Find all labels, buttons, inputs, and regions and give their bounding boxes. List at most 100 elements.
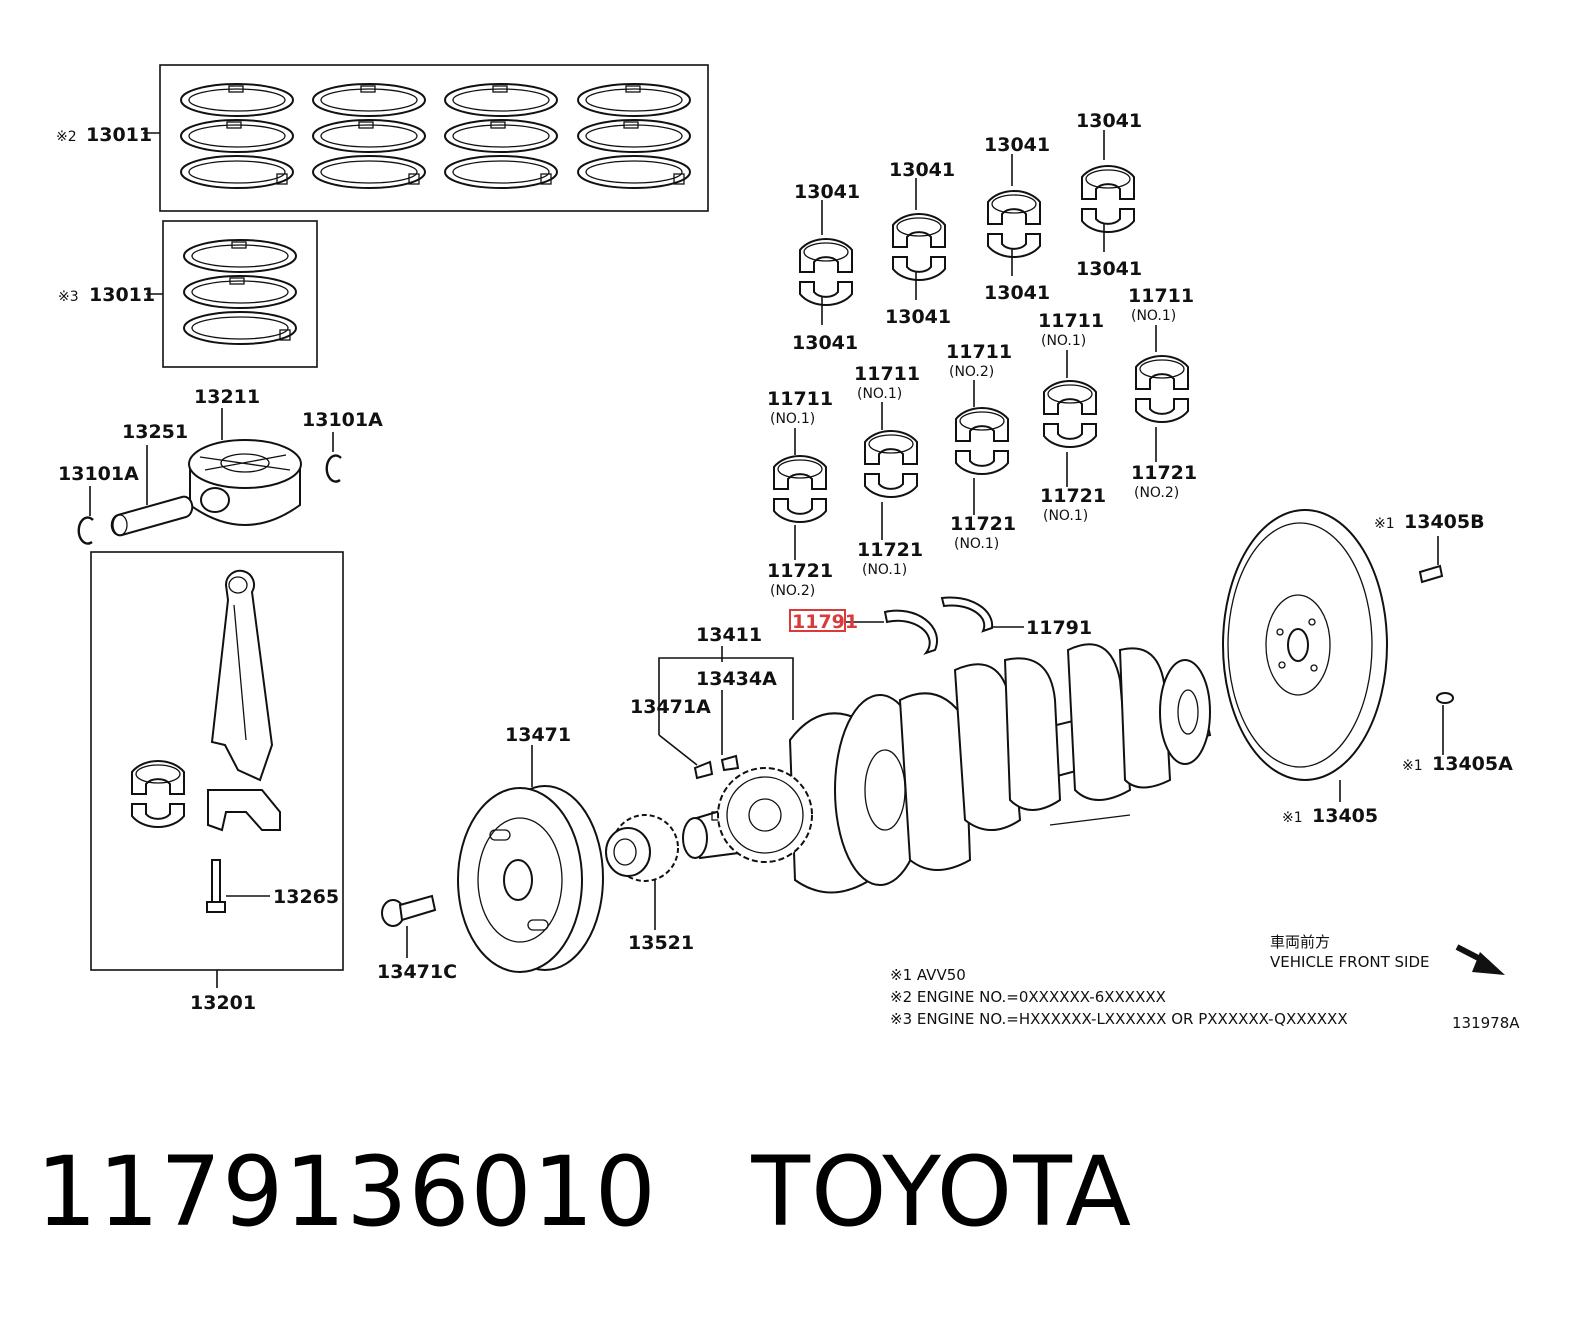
part-11711-sub-4: (NO.1): [1041, 333, 1086, 349]
part-11791-label[interactable]: 11791: [1026, 617, 1092, 639]
flywheel-bolt: [1418, 564, 1444, 584]
part-13471c-label[interactable]: 13471C: [377, 961, 457, 983]
part-13265-label[interactable]: 13265: [273, 886, 339, 908]
thrust-washer-1: [883, 609, 938, 655]
flywheel-bolt-mark: ※1: [1374, 516, 1395, 532]
part-13405b-label[interactable]: 13405B: [1404, 511, 1485, 533]
part-11721-sub-5: (NO.2): [1134, 485, 1179, 501]
con-rod: [210, 569, 274, 782]
part-13471-label[interactable]: 13471: [505, 724, 571, 746]
part-11711-label-2[interactable]: 11711: [854, 363, 920, 385]
part-11721-sub-4: (NO.1): [1043, 508, 1088, 524]
crank-flange: [1159, 659, 1211, 765]
piston-pin: [110, 495, 194, 537]
thrust-washers: 11791 11791: [789, 596, 1092, 655]
ring-os-mark: ※3: [58, 289, 79, 305]
snap-ring-left: [77, 516, 94, 545]
part-11791-highlighted-label[interactable]: 11791: [792, 611, 858, 633]
part-13211-label[interactable]: 13211: [194, 386, 260, 408]
main-bearing-4: [1043, 379, 1097, 449]
note-2: ※2 ENGINE NO.=0XXXXXX-6XXXXXX: [890, 988, 1166, 1006]
part-number-caption: 1179136010 TOYOTA: [36, 1136, 1133, 1248]
crankshaft-main-bearings: 11711 (NO.1) 11711 (NO.1) 11711 (NO.2) 1…: [767, 285, 1197, 599]
connecting-rod-bearings: 13041 13041 13041 13041 13041 13041 1304…: [792, 110, 1142, 354]
part-13041-label-6[interactable]: 13041: [984, 282, 1050, 304]
part-11721-sub-3: (NO.1): [954, 536, 999, 552]
part-13201-label[interactable]: 13201: [190, 992, 256, 1014]
part-13251-label[interactable]: 13251: [122, 421, 188, 443]
figure-id: 131978A: [1452, 1014, 1520, 1032]
gear-key: [720, 754, 740, 772]
pulley-bolt: 13471C: [377, 894, 457, 983]
part-13011-std-label[interactable]: 13011: [86, 124, 152, 146]
part-11721-label-3[interactable]: 11721: [950, 513, 1016, 535]
part-11711-sub-2: (NO.1): [857, 386, 902, 402]
part-13101a-left-label[interactable]: 13101A: [58, 463, 139, 485]
flywheel-mark: ※1: [1282, 810, 1303, 826]
part-11711-label-4[interactable]: 11711: [1038, 310, 1104, 332]
part-11711-label-3[interactable]: 11711: [946, 341, 1012, 363]
crankshaft: [682, 643, 1212, 894]
part-13011-os-label[interactable]: 13011: [89, 284, 155, 306]
oil-pump-sprocket: 13521: [605, 814, 694, 954]
main-bearing-2: [864, 429, 918, 499]
part-13041-label-4[interactable]: 13041: [885, 306, 951, 328]
piston-ring-set-os: ※3 13011: [58, 220, 318, 368]
part-13101a-right-label[interactable]: 13101A: [302, 409, 383, 431]
part-13041-label-7[interactable]: 13041: [1076, 110, 1142, 132]
front-jp: 車両前方: [1270, 933, 1330, 951]
ring-set-std-frame: [159, 64, 709, 212]
part-11721-label-1[interactable]: 11721: [767, 560, 833, 582]
part-13041-label-3[interactable]: 13041: [889, 159, 955, 181]
rod-cap: [207, 789, 281, 832]
part-11721-sub-2: (NO.1): [862, 562, 907, 578]
bearing-13041-2: [892, 212, 946, 282]
flywheel-pin-mark: ※1: [1402, 758, 1423, 774]
thrust-washer-2: [940, 596, 994, 633]
front-arrow-icon: [1455, 944, 1505, 975]
part-13434a-label[interactable]: 13434A: [696, 668, 777, 690]
snap-ring-right: [325, 454, 342, 483]
crank-timing-gear: 13411 13434A 13471A: [630, 624, 813, 863]
part-13405a-label[interactable]: 13405A: [1432, 753, 1513, 775]
highlight-box: [789, 609, 846, 632]
bearing-13041-4: [1081, 164, 1135, 234]
piston-ring-set-std: ※2 13011: [56, 64, 709, 212]
connecting-rod-assembly: 13265 13201: [90, 551, 344, 1014]
rod-bearing-shell: [131, 759, 185, 829]
part-11711-sub-1: (NO.1): [770, 411, 815, 427]
piston-assembly: 13211 13251 13101A 13101A: [58, 386, 383, 545]
part-13405-label[interactable]: 13405: [1312, 805, 1378, 827]
part-13521-label[interactable]: 13521: [628, 932, 694, 954]
part-11721-label-4[interactable]: 11721: [1040, 485, 1106, 507]
bearing-13041-1: [799, 237, 853, 307]
part-11711-sub-5: (NO.1): [1131, 308, 1176, 324]
flywheel: ※1 13405B ※1 13405A ※1 13405: [1222, 509, 1513, 827]
part-13411-label[interactable]: 13411: [696, 624, 762, 646]
vehicle-front-indicator: 車両前方 VEHICLE FRONT SIDE: [1270, 933, 1505, 975]
main-bearing-3: [955, 406, 1009, 476]
part-11721-label-5[interactable]: 11721: [1131, 462, 1197, 484]
ring-std-mark: ※2: [56, 129, 77, 145]
main-bearing-5: [1135, 354, 1189, 424]
part-11711-sub-3: (NO.2): [949, 364, 994, 380]
part-13041-label-5[interactable]: 13041: [984, 134, 1050, 156]
applicability-notes: ※1 AVV50 ※2 ENGINE NO.=0XXXXXX-6XXXXXX ※…: [890, 966, 1520, 1032]
part-11711-label-1[interactable]: 11711: [767, 388, 833, 410]
part-11721-label-2[interactable]: 11721: [857, 539, 923, 561]
note-1: ※1 AVV50: [890, 966, 966, 984]
bearing-13041-3: [987, 189, 1041, 259]
part-13041-label-8[interactable]: 13041: [1076, 258, 1142, 280]
front-en: VEHICLE FRONT SIDE: [1270, 953, 1430, 971]
crankshaft-pulley: 13471: [457, 724, 604, 973]
part-11711-label-5[interactable]: 11711: [1128, 285, 1194, 307]
rod-bolt: [211, 859, 221, 905]
part-13041-label-2[interactable]: 13041: [792, 332, 858, 354]
part-13041-label-1[interactable]: 13041: [794, 181, 860, 203]
part-11721-sub-1: (NO.2): [770, 583, 815, 599]
part-13471a-label[interactable]: 13471A: [630, 696, 711, 718]
flywheel-pin: [1436, 692, 1454, 704]
pulley-key: [693, 760, 714, 780]
crank-gear: [717, 767, 813, 863]
